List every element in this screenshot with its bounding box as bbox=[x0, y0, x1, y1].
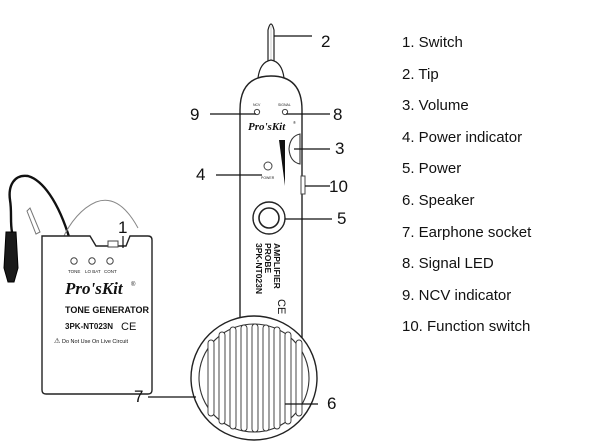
probe-ce: CE bbox=[275, 299, 287, 314]
lo-bat-led bbox=[88, 257, 96, 265]
tone-generator-registered: ® bbox=[131, 281, 136, 288]
callout-5: 5 bbox=[337, 209, 346, 228]
tone-generator: TONE LO BAT CONT Pro'sKit ® TONE GENERAT… bbox=[3, 174, 153, 395]
callout-3: 3 bbox=[335, 139, 344, 158]
tone-generator-ce: CE bbox=[121, 321, 136, 333]
speaker-slot bbox=[251, 323, 259, 433]
cont-led-label: CONT bbox=[104, 269, 117, 274]
small-clip bbox=[26, 207, 41, 235]
speaker-slot bbox=[240, 324, 248, 432]
tone-led bbox=[70, 257, 78, 265]
ncv-led bbox=[253, 108, 261, 116]
speaker-slot bbox=[207, 339, 215, 417]
callout-4: 4 bbox=[196, 165, 205, 184]
ncv-label: NCV bbox=[253, 103, 261, 107]
callout-1: 1 bbox=[118, 218, 127, 237]
probe-label-probe: PROBE bbox=[263, 243, 273, 274]
tone-generator-warning: Do Not Use On Live Circuit bbox=[62, 339, 128, 345]
probe-label-amplifier: AMPLIFIER bbox=[272, 243, 282, 289]
legend-item-earphone-socket: 7. Earphone socket bbox=[402, 223, 532, 241]
callout-6: 6 bbox=[327, 394, 336, 413]
callout-8: 8 bbox=[333, 105, 342, 124]
signal-led bbox=[281, 108, 289, 116]
tone-generator-model: 3PK-NT023N bbox=[65, 322, 113, 331]
callout-2: 2 bbox=[321, 32, 330, 51]
function-switch bbox=[300, 175, 306, 195]
power-indicator-label: POWER bbox=[261, 176, 275, 180]
callout-lines bbox=[122, 35, 332, 405]
power-indicator bbox=[263, 161, 273, 171]
probe-collar bbox=[257, 59, 285, 79]
cont-led bbox=[106, 257, 114, 265]
probe-brand: Pro'sKit bbox=[248, 121, 286, 133]
legend-item-ncv-indicator: 9. NCV indicator bbox=[402, 286, 512, 304]
parts-legend: 1. Switch 2. Tip 3. Volume 4. Power indi… bbox=[402, 33, 531, 349]
alligator-clip bbox=[3, 231, 19, 283]
amplifier-probe: NCV SIGNAL Pro'sKit ® POWER AMPLIFIER PR… bbox=[190, 23, 318, 441]
warning-icon: ⚠ bbox=[54, 337, 61, 345]
legend-item-speaker: 6. Speaker bbox=[402, 191, 475, 209]
legend-item-signal-led: 8. Signal LED bbox=[402, 255, 494, 273]
speaker-slot bbox=[295, 339, 303, 417]
probe-registered: ® bbox=[293, 120, 296, 125]
legend-item-power-indicator: 4. Power indicator bbox=[402, 128, 523, 146]
switch-nub bbox=[107, 240, 119, 248]
probe-label-block: AMPLIFIER PROBE 3PK-NT023N CE bbox=[254, 243, 287, 314]
lo-bat-led-label: LO BAT bbox=[85, 269, 101, 274]
tone-generator-brand: Pro'sKit bbox=[64, 279, 124, 298]
speaker-slots bbox=[207, 323, 303, 433]
tone-generator-lead bbox=[61, 199, 139, 241]
tone-generator-title: TONE GENERATOR bbox=[65, 305, 150, 315]
tone-generator-cable bbox=[8, 174, 72, 241]
legend-item-switch: 1. Switch bbox=[402, 34, 463, 51]
speaker-slot bbox=[262, 324, 270, 432]
callout-10: 10 bbox=[329, 177, 348, 196]
callout-7: 7 bbox=[134, 387, 143, 406]
legend-item-function-switch: 10. Function switch bbox=[402, 318, 531, 336]
tone-generator-body bbox=[41, 235, 153, 395]
power-button bbox=[258, 207, 280, 229]
probe-model: 3PK-NT023N bbox=[254, 243, 264, 294]
speaker-slot bbox=[273, 326, 281, 430]
tone-led-label: TONE bbox=[68, 269, 80, 274]
callout-9: 9 bbox=[190, 105, 199, 124]
legend-item-tip: 2. Tip bbox=[402, 65, 439, 83]
signal-label: SIGNAL bbox=[278, 103, 291, 107]
volume-ramp bbox=[279, 140, 285, 186]
legend-item-volume: 3. Volume bbox=[402, 97, 469, 115]
speaker-slot bbox=[229, 326, 237, 430]
legend-item-power: 5. Power bbox=[402, 160, 462, 178]
speaker-slot bbox=[218, 331, 226, 425]
callout-numbers: 1 2 3 4 5 6 7 8 9 10 bbox=[118, 32, 348, 413]
speaker-slot bbox=[284, 331, 292, 425]
